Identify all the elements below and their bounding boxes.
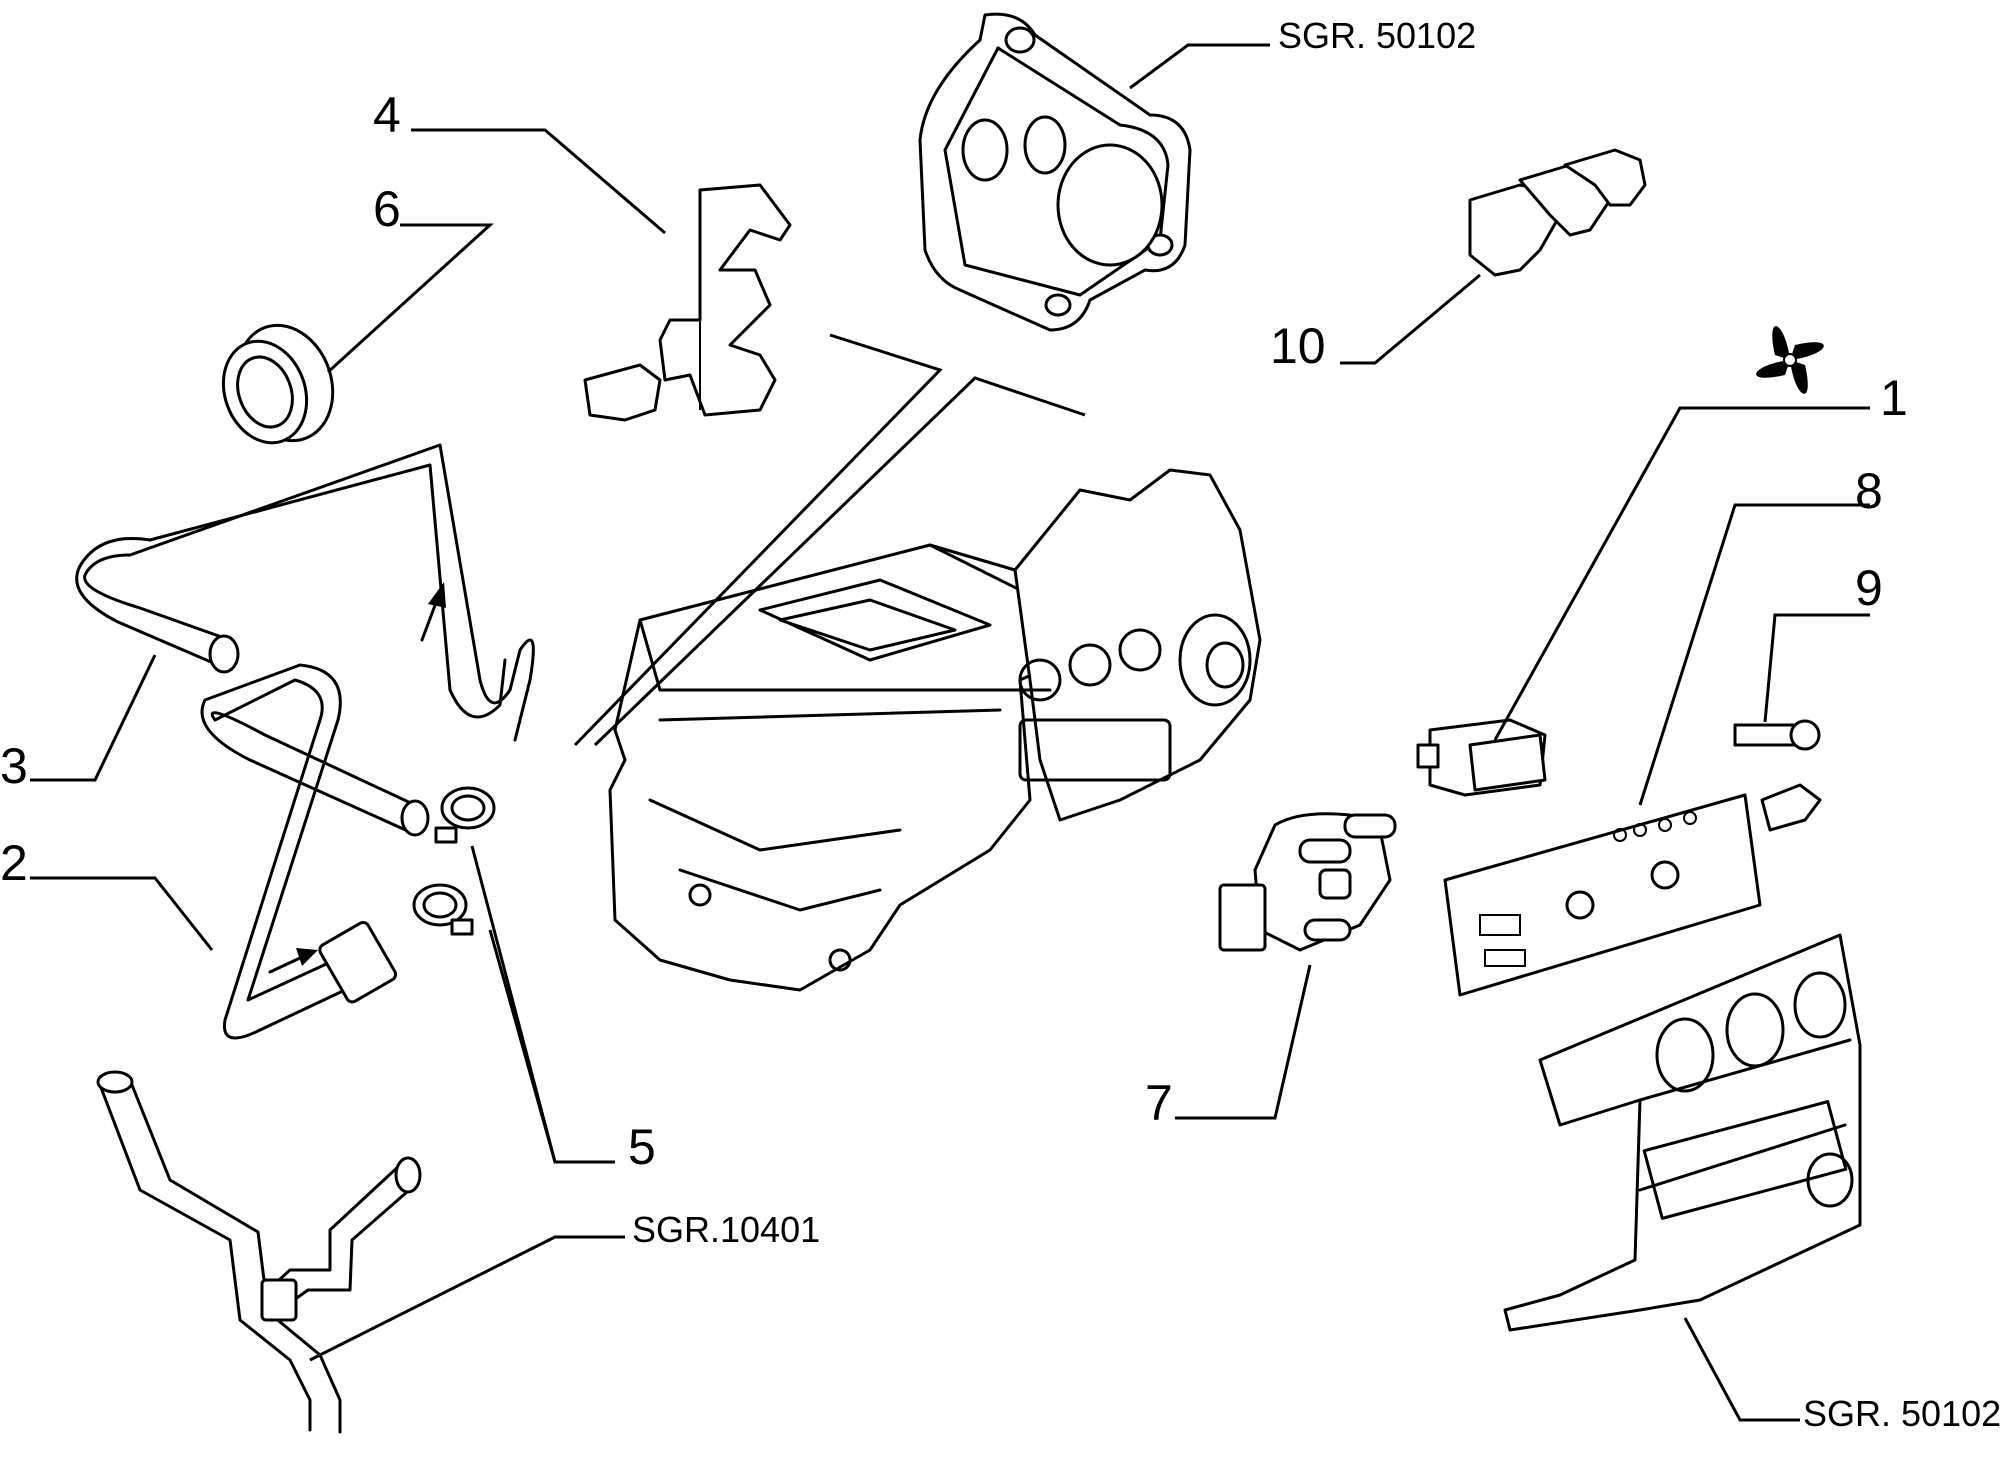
flow-arrow-right: [268, 948, 318, 974]
callout-labels: 1 2 3 4 5 6 7 8 9 10: [0, 87, 1908, 1175]
part-9-screw: [1733, 719, 1821, 751]
fan-icon: [1756, 326, 1824, 394]
heater-unit: [608, 468, 1262, 992]
leader-lines: [30, 43, 1870, 1422]
top-cover-plate: [918, 12, 1192, 332]
part-1-switch: [1416, 718, 1547, 797]
part-6-seal-ring: [221, 323, 335, 445]
separation-lines: [573, 333, 1086, 747]
part-2-hose: [200, 663, 430, 1040]
part-4-bracket: [583, 183, 792, 422]
part-10-clip: [1468, 148, 1647, 277]
ref-bottom-left: SGR.10401: [632, 1209, 820, 1250]
callout-7: 7: [1145, 1075, 1173, 1131]
part-3-hose: [75, 443, 535, 742]
callout-10: 10: [1270, 318, 1326, 374]
dashboard-bezel: [1503, 933, 1862, 1332]
callout-9: 9: [1855, 560, 1883, 616]
part-8-control-panel: [1443, 783, 1822, 997]
callout-2: 2: [0, 835, 28, 891]
callout-5: 5: [628, 1119, 656, 1175]
callout-1: 1: [1880, 370, 1908, 426]
callout-3: 3: [0, 738, 28, 794]
flow-arrow-up: [420, 582, 446, 642]
ref-top: SGR. 50102: [1278, 15, 1476, 56]
reference-labels: SGR. 50102 SGR.10401 SGR. 50102: [632, 15, 2001, 1434]
part-7-motor: [1218, 812, 1397, 952]
ref-bottom-right: SGR. 50102: [1803, 1393, 2001, 1434]
callout-8: 8: [1855, 463, 1883, 519]
part-5-clamps: [412, 786, 496, 936]
callout-6: 6: [373, 181, 401, 237]
lower-pipe-assembly: [96, 1070, 422, 1434]
callout-4: 4: [373, 87, 401, 143]
